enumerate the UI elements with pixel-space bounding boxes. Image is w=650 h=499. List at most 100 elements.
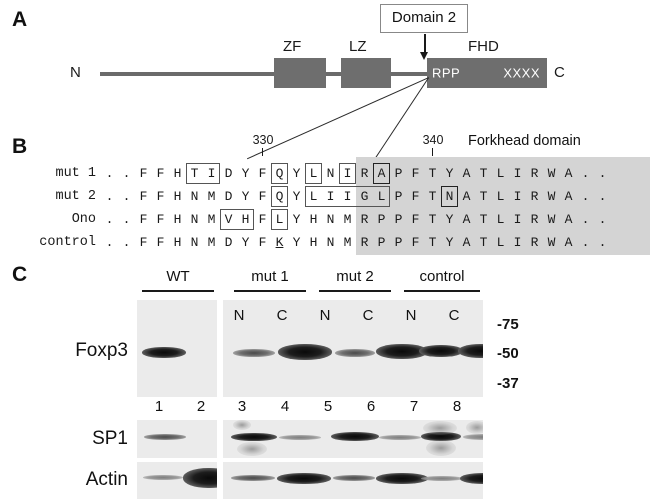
fhd-domain-box: RPP XXXX <box>427 58 547 88</box>
alignment-residue: . <box>105 235 114 250</box>
alignment-residue: L <box>496 235 505 250</box>
group-rule-mut1 <box>234 290 306 292</box>
band-foxp3-lane1 <box>142 347 186 358</box>
alignment-residue: V <box>224 212 233 227</box>
alignment-residue: F <box>258 166 267 181</box>
alignment-residue: N <box>190 212 199 227</box>
fraction-label-2: C <box>276 307 288 324</box>
alignment-residue: T <box>428 212 437 227</box>
alignment-residue: L <box>309 189 318 204</box>
alignment-residue: H <box>241 212 250 227</box>
alignment-residue: N <box>445 189 454 204</box>
alignment-residue: Y <box>241 235 250 250</box>
position-tick-340 <box>432 148 434 156</box>
band-sp1-lane8 <box>463 434 483 440</box>
alignment-residue: M <box>343 235 352 250</box>
alignment-residue: T <box>428 189 437 204</box>
smudge-sp1-lane7-bottom <box>426 440 456 456</box>
lane-number-7: 7 <box>409 398 419 415</box>
alignment-residue: I <box>207 166 216 181</box>
alignment-residue: I <box>343 166 352 181</box>
alignment-residue: H <box>309 235 318 250</box>
alignment-residue: Q <box>275 189 284 204</box>
alignment-residue: I <box>326 189 335 204</box>
fhd-domain-label: FHD <box>468 38 499 55</box>
alignment-residue: F <box>411 166 420 181</box>
group-rule-mut2 <box>319 290 391 292</box>
group-label-control: control <box>419 268 465 285</box>
residue-highlight-box <box>339 163 356 184</box>
residue-highlight-box <box>305 163 322 184</box>
alignment-residue: Y <box>292 166 301 181</box>
alignment-residue: T <box>428 235 437 250</box>
position-marker-330: 330 <box>252 133 274 147</box>
alignment-residue: Q <box>275 166 284 181</box>
alignment-residue: P <box>377 235 386 250</box>
alignment-residue: F <box>411 212 420 227</box>
alignment-residue: P <box>394 189 403 204</box>
alignment-residue: G <box>360 189 369 204</box>
alignment-residue: A <box>462 235 471 250</box>
alignment-residue: . <box>122 212 131 227</box>
residue-highlight-box <box>305 186 390 207</box>
position-marker-340: 340 <box>422 133 444 147</box>
alignment-residue: F <box>156 166 165 181</box>
n-terminus-label: N <box>70 64 81 81</box>
alignment-residue: H <box>173 235 182 250</box>
alignment-residue: L <box>275 212 284 227</box>
alignment-residue: L <box>496 212 505 227</box>
alignment-residue: N <box>326 166 335 181</box>
band-actin-lane8 <box>460 473 483 484</box>
panel-c-letter: C <box>12 263 28 286</box>
alignment-residue: K <box>275 235 284 250</box>
lz-domain-label: LZ <box>349 38 367 55</box>
alignment-residue: T <box>479 189 488 204</box>
residue-highlight-box <box>441 186 458 207</box>
fraction-label-6: C <box>448 307 460 324</box>
alignment-residue: R <box>360 166 369 181</box>
alignment-residue: Y <box>241 166 250 181</box>
alignment-residue: F <box>258 212 267 227</box>
alignment-residue: . <box>122 189 131 204</box>
band-sp1-lane6 <box>379 435 421 440</box>
fhd-xxxx-tail: XXXX <box>503 65 540 81</box>
fraction-label-5: N <box>405 307 417 324</box>
alignment-residue: I <box>513 212 522 227</box>
alignment-row-label: control <box>39 235 96 250</box>
alignment-residue: W <box>547 189 556 204</box>
residue-highlight-box <box>373 163 390 184</box>
alignment-residue: L <box>496 166 505 181</box>
alignment-residue: Y <box>292 189 301 204</box>
smudge-sp1-lane7-top <box>423 421 457 435</box>
lane-number-6: 6 <box>366 398 376 415</box>
band-foxp3-lane5 <box>335 349 375 357</box>
alignment-residue: W <box>547 235 556 250</box>
fraction-label-4: C <box>362 307 374 324</box>
c-terminus-label: C <box>554 64 565 81</box>
alignment-residue: . <box>598 235 607 250</box>
alignment-residue: M <box>343 212 352 227</box>
fraction-label-3: N <box>319 307 331 324</box>
position-tick-330 <box>262 148 264 156</box>
lane-number-3: 3 <box>237 398 247 415</box>
band-sp1-lane7 <box>421 432 461 441</box>
alignment-row-label: mut 1 <box>55 166 96 181</box>
alignment-residue: . <box>581 212 590 227</box>
alignment-residue: T <box>479 235 488 250</box>
band-foxp3-lane8 <box>458 344 483 358</box>
alignment-residue: P <box>394 212 403 227</box>
residue-highlight-box <box>271 186 288 207</box>
domain2-callout-box: Domain 2 <box>380 4 468 33</box>
blot-foxp3-mutants <box>223 300 483 397</box>
alignment-residue: P <box>377 212 386 227</box>
alignment-residue: L <box>377 189 386 204</box>
alignment-residue: . <box>581 189 590 204</box>
protein-backbone <box>100 72 430 76</box>
alignment-residue: Y <box>292 235 301 250</box>
band-actin-lane6 <box>376 473 428 484</box>
band-actin-lane5 <box>333 475 375 481</box>
alignment-residue: F <box>156 189 165 204</box>
alignment-residue: . <box>581 235 590 250</box>
zf-domain-box <box>274 58 326 88</box>
alignment-residue: Y <box>445 235 454 250</box>
